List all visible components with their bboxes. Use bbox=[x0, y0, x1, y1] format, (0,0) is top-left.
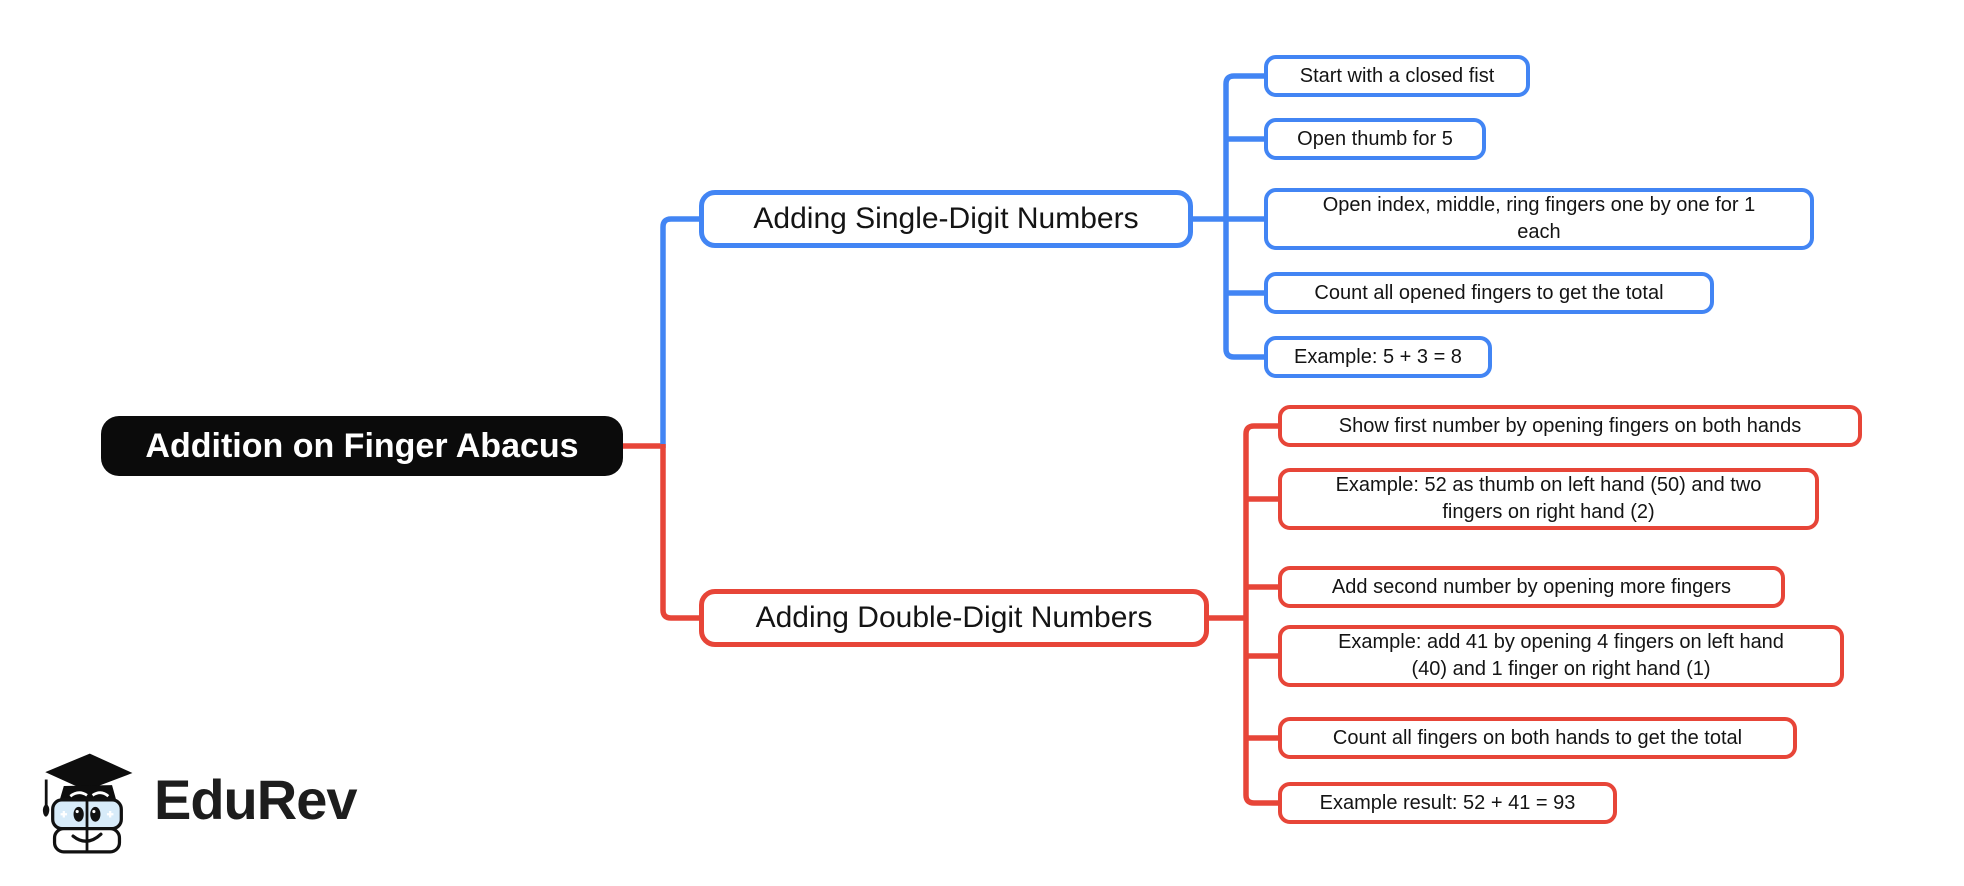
single-digit-step-4: Count all opened fingers to get the tota… bbox=[1264, 272, 1714, 314]
double-digit-example-2: Example: add 41 by opening 4 fingers on … bbox=[1278, 625, 1844, 687]
connector-root-to-double bbox=[660, 444, 700, 621]
double-children-trunk bbox=[1243, 423, 1282, 806]
root-node: Addition on Finger Abacus bbox=[101, 416, 623, 476]
double-digit-result: Example result: 52 + 41 = 93 bbox=[1278, 782, 1617, 824]
double-digit-step-2: Add second number by opening more finger… bbox=[1278, 566, 1785, 608]
branch-node-single-digit: Adding Single-Digit Numbers bbox=[699, 190, 1193, 248]
single-digit-example: Example: 5 + 3 = 8 bbox=[1264, 336, 1492, 378]
double-digit-step-3: Count all fingers on both hands to get t… bbox=[1278, 717, 1797, 759]
connector-root-to-single bbox=[660, 216, 700, 448]
branch-node-double-digit: Adding Double-Digit Numbers bbox=[699, 589, 1209, 647]
double-digit-example-1: Example: 52 as thumb on left hand (50) a… bbox=[1278, 468, 1819, 530]
edurev-logo: EduRev bbox=[36, 740, 357, 858]
single-digit-step-3: Open index, middle, ring fingers one by … bbox=[1264, 188, 1814, 250]
single-digit-step-1: Start with a closed fist bbox=[1264, 55, 1530, 97]
edurev-mascot-icon bbox=[42, 753, 133, 854]
single-digit-step-2: Open thumb for 5 bbox=[1264, 118, 1486, 160]
double-digit-step-1: Show first number by opening fingers on … bbox=[1278, 405, 1862, 447]
edurev-logo-text: EduRev bbox=[154, 767, 357, 831]
